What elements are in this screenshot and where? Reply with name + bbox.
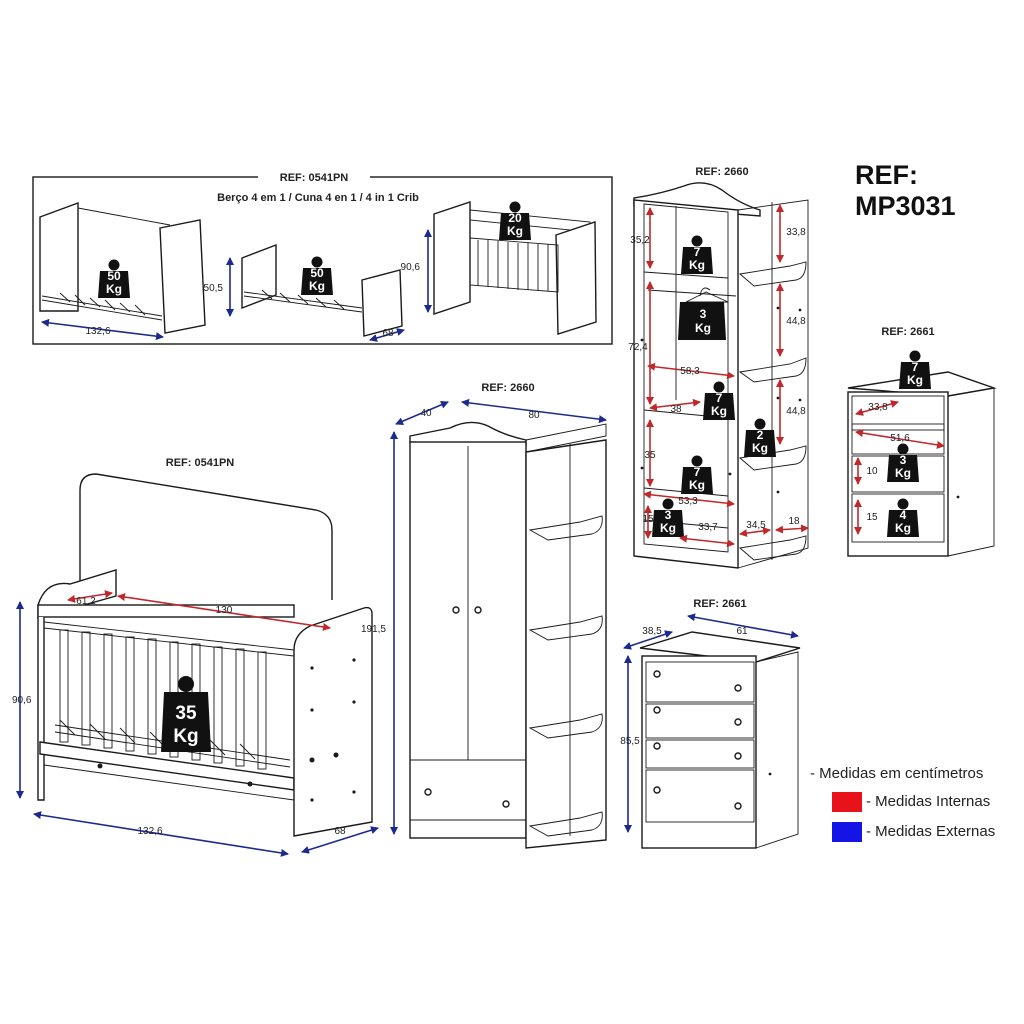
dim-label: 33,7 [698,522,718,533]
legend-internal-swatch [832,792,862,812]
weight-value: 7 [694,465,701,479]
weight-value: 3 [900,453,907,467]
dim-label: 85,5 [620,736,640,747]
interior-weight: 7 Kg [703,381,735,420]
dim-label: 35 [644,450,656,461]
dim-label: 68 [382,328,394,339]
interior-ref: REF: 2660 [695,166,748,178]
crib-config-1: 50 Kg 132,6 [39,201,206,341]
dim-label: 44,8 [786,406,806,417]
dim-label: 61,2 [76,596,96,607]
crib-config-3: 20 Kg 90,6 [401,201,597,335]
weight-value: 50 [310,266,324,280]
main-reference: REF: MP3031 [855,160,956,221]
weight-value: 7 [912,360,919,374]
weight-unit: Kg [660,521,676,535]
dim-label: 50,5 [204,283,224,294]
dim-label: 38 [670,404,682,415]
interior-weight: 7 Kg [681,235,713,274]
crib-config-2: 50 Kg 50,5 68 [204,243,405,342]
weight-value: 7 [716,391,723,405]
dim-label: 34,5 [746,520,766,531]
legend-external: - Medidas Externas [866,823,996,840]
wardrobe-interior: REF: 2660 7 Kg [628,166,809,569]
dresser-interior: REF: 2661 7 Kg 3 Kg 4 Kg 33,8 51,6 [847,326,997,557]
wardrobe-ref: REF: 2660 [481,382,534,394]
dresser-interior-ref: REF: 2661 [881,326,934,338]
crib-ref: REF: 0541PN [166,457,235,469]
dim-label: 72,4 [628,342,648,353]
weight-value: 3 [665,508,672,522]
dim-label: 33,8 [868,402,888,413]
dim-label: 51,6 [890,433,910,444]
interior-weight: 3 Kg [678,302,726,340]
weight-unit: Kg [907,373,923,387]
weight-value: 4 [900,508,907,522]
weight-value: 50 [107,269,121,283]
dim-label: 90,6 [12,695,32,706]
legend-external-swatch [832,822,862,842]
dim-label: 132,6 [137,826,162,837]
weight-value: 3 [700,307,707,321]
dim-label: 58,3 [680,366,700,377]
dresser-weight: 4 Kg [887,498,919,537]
dim-label: 15 [642,514,654,525]
dim-label: 80 [528,410,540,421]
weight-unit: Kg [752,441,768,455]
dresser-weight: 3 Kg [887,443,919,482]
interior-weight: 2 Kg [744,418,776,457]
dim-label: 38,5 [642,626,662,637]
weight-unit: Kg [695,321,711,335]
weight-unit: Kg [895,521,911,535]
interior-weight: 3 Kg [652,498,684,537]
dim-label: 40 [420,408,432,419]
interior-weight: 7 Kg [681,455,713,494]
dim-label: 90,6 [401,262,421,273]
weight-unit: Kg [689,478,705,492]
weight-unit: Kg [106,282,122,296]
dresser-ref: REF: 2661 [693,598,746,610]
dim-label: 132,6 [85,326,110,337]
weight-unit: Kg [711,404,727,418]
legend-internal: - Medidas Internas [866,793,991,810]
weight-unit: Kg [689,258,705,272]
weight-unit: Kg [309,279,325,293]
dim-label: 53,3 [678,496,698,507]
large-crib: REF: 0541PN [12,457,379,857]
dim-label: 35,2 [630,235,650,246]
weight-value: 2 [757,428,764,442]
dim-label: 10 [866,466,878,477]
weight-unit: Kg [507,224,523,238]
dim-label: 44,8 [786,316,806,327]
weight-value: 35 [175,703,197,724]
dresser-weight: 7 Kg [899,350,931,389]
dim-label: 68 [334,826,346,837]
dim-label: 191,5 [361,624,386,635]
dim-label: 18 [788,516,800,527]
wardrobe-exterior: REF: 2660 40 80 191,5 [361,382,607,849]
dim-label: 15 [866,512,878,523]
legend-units: - Medidas em centímetros [810,765,984,782]
dim-label: 61 [736,626,748,637]
weight-unit: Kg [173,726,198,747]
weight-value: 7 [694,245,701,259]
weight-value: 20 [508,211,522,225]
dim-label: 130 [216,605,233,616]
panel-subtitle: Berço 4 em 1 / Cuna 4 en 1 / 4 in 1 Crib [217,192,419,204]
dim-label: 33,8 [786,227,806,238]
weight-unit: Kg [895,466,911,480]
panel-ref: REF: 0541PN [280,172,349,184]
top-crib-panel: REF: 0541PN Berço 4 em 1 / Cuna 4 en 1 /… [32,170,613,345]
dresser-exterior: REF: 2661 38,5 61 85,5 [620,598,801,849]
crib-weight: 35 Kg [161,676,211,752]
